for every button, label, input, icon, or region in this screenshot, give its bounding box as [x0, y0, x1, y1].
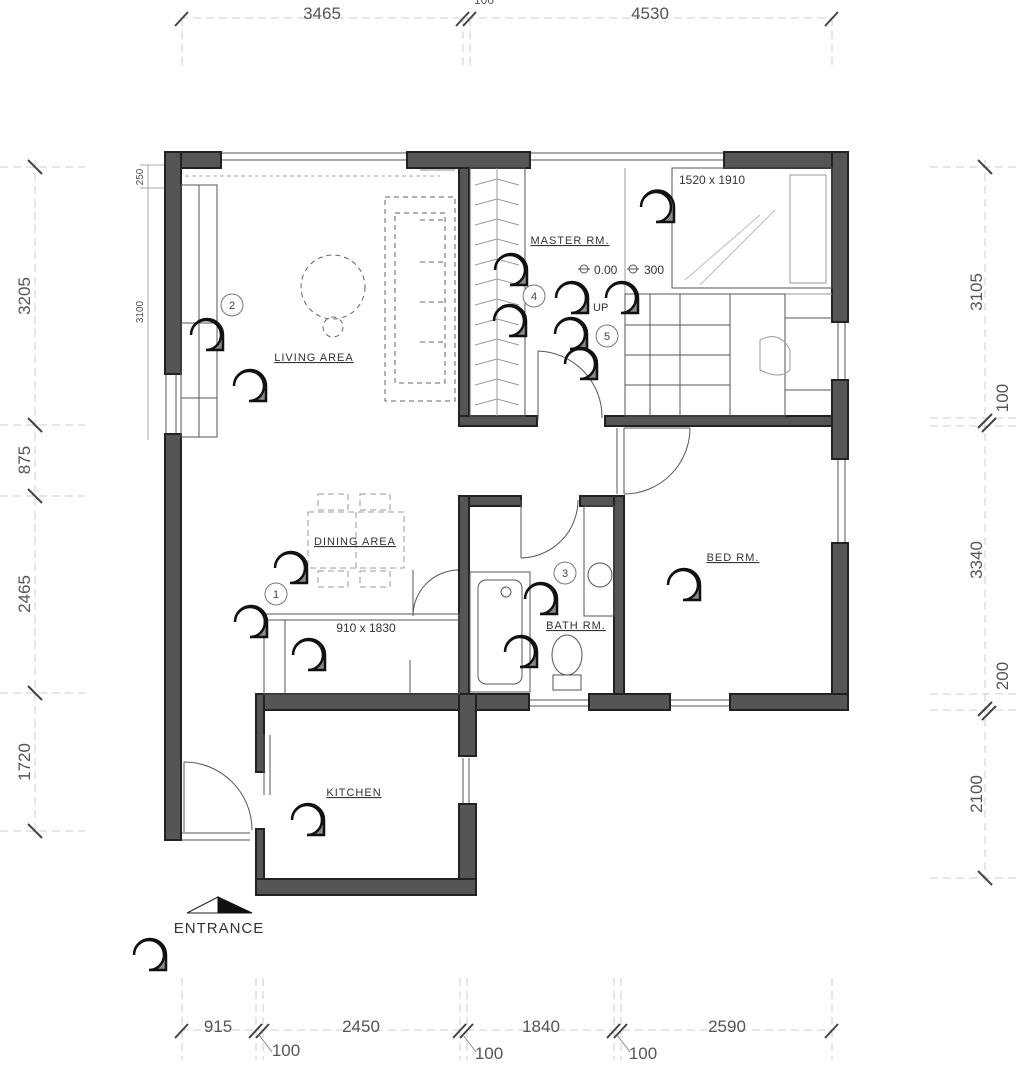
svg-text:2: 2 [229, 300, 235, 312]
dim-right-3: 3340 [967, 541, 986, 579]
bed-size-label: 1520 x 1910 [679, 173, 745, 187]
dim-bottom-gap-2: 100 [475, 1044, 503, 1063]
marker-pins [132, 189, 702, 972]
entrance-label: ENTRANCE [174, 920, 265, 937]
map-pin-icon[interactable] [492, 303, 528, 338]
label-living-area: LIVING AREA [274, 352, 353, 364]
svg-text:5: 5 [604, 331, 610, 343]
dim-top-3: 4530 [631, 4, 669, 23]
dim-top-2: 100 [474, 0, 494, 7]
map-pin-icon[interactable] [291, 637, 327, 672]
label-bed-room: BED RM. [707, 552, 760, 564]
dim-bottom-2: 2450 [342, 1017, 380, 1036]
map-pin-icon[interactable] [232, 368, 268, 403]
level-label-a: 0.00 [594, 263, 618, 277]
dim-left-small-1: 250 [135, 168, 146, 185]
windows [165, 152, 846, 841]
dim-bottom-4: 2590 [708, 1017, 746, 1036]
annotations: 1520 x 1910 910 x 1830 0.00 300 UP ENTRA… [174, 173, 746, 937]
dim-right-2: 100 [993, 384, 1012, 412]
tag-4: 4 [522, 284, 546, 308]
walls [164, 151, 849, 896]
dim-left-3: 2465 [15, 575, 34, 613]
dim-right-5: 2100 [967, 775, 986, 813]
dim-top-1: 3465 [303, 4, 341, 23]
svg-text:3: 3 [562, 568, 568, 580]
map-pin-icon[interactable] [189, 317, 225, 352]
map-pin-icon[interactable] [493, 252, 529, 287]
doors [183, 350, 691, 832]
map-pin-icon[interactable] [523, 581, 559, 616]
dim-bottom-gap-1: 100 [272, 1041, 300, 1060]
dim-left-4: 1720 [15, 743, 34, 781]
map-pin-icon[interactable] [553, 316, 589, 351]
tag-2: 2 [220, 293, 244, 317]
dim-bottom-1: 915 [204, 1017, 232, 1036]
map-pin-icon[interactable] [290, 802, 326, 837]
label-kitchen: KITCHEN [326, 787, 381, 799]
label-master-room: MASTER RM. [530, 235, 609, 247]
dim-left-2: 875 [15, 446, 34, 474]
dim-bottom-gap-3: 100 [629, 1044, 657, 1063]
table-size-label: 910 x 1830 [336, 621, 396, 635]
dimension-labels: 3465 100 4530 915 2450 1840 2590 100 100… [15, 0, 1012, 1063]
map-pin-icon[interactable] [554, 280, 590, 315]
dim-right-1: 3105 [967, 273, 986, 311]
svg-text:4: 4 [531, 291, 537, 303]
map-pin-icon[interactable] [503, 634, 539, 669]
label-bath-room: BATH RM. [546, 620, 606, 632]
map-pin-icon[interactable] [639, 189, 676, 224]
tag-1: 1 [264, 582, 288, 606]
room-labels: LIVING AREA MASTER RM. DINING AREA BED R… [274, 235, 760, 799]
map-pin-icon[interactable] [273, 550, 309, 585]
tag-5: 5 [595, 324, 619, 348]
map-pin-icon[interactable] [604, 280, 640, 315]
dim-left-1: 3205 [15, 277, 34, 315]
furniture [180, 167, 833, 695]
stair-up-label: UP [593, 302, 608, 314]
entrance-arrow-icon [186, 896, 253, 914]
svg-text:1: 1 [273, 589, 279, 601]
map-pin-icon[interactable] [233, 604, 269, 639]
dimension-lines [0, 11, 1018, 1060]
dim-left-small-2: 3100 [135, 300, 146, 323]
map-pin-icon[interactable] [132, 937, 168, 972]
level-label-b: 300 [644, 263, 664, 277]
map-pin-icon[interactable] [563, 346, 599, 381]
map-pin-icon[interactable] [666, 567, 702, 602]
dim-right-4: 200 [993, 662, 1012, 690]
tag-3: 3 [553, 561, 577, 585]
dim-bottom-3: 1840 [522, 1017, 560, 1036]
label-dining-area: DINING AREA [314, 536, 396, 548]
